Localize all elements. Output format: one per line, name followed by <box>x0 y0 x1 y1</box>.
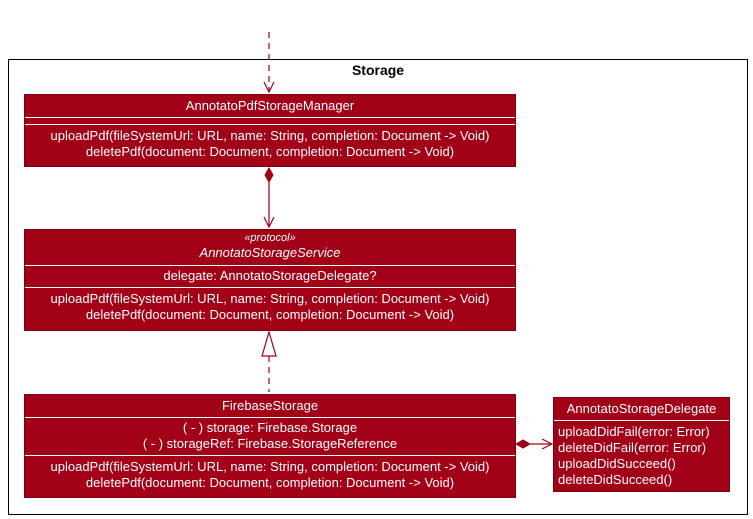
interface-annotato-storage-service[interactable]: «protocol» AnnotatoStorageService delega… <box>24 229 516 331</box>
methods-section: uploadPdf(fileSystemUrl: URL, name: Stri… <box>25 455 515 491</box>
methods-section: uploadPdf(fileSystemUrl: URL, name: Stri… <box>25 287 515 323</box>
storage-package: Storage <box>8 59 748 515</box>
methods-section: uploadPdf(fileSystemUrl: URL, name: Stri… <box>25 124 515 160</box>
method: deleteDidFail(error: Error) <box>558 440 707 455</box>
class-name: AnnotatoPdfStorageManager <box>185 98 355 113</box>
stereotype-label: «protocol» <box>244 232 296 244</box>
attribute: ( - ) storage: Firebase.Storage <box>182 420 358 435</box>
class-name: AnnotatoStorageService <box>199 245 341 260</box>
method: deletePdf(document: Document, completion… <box>85 144 455 159</box>
method: uploadDidSucceed() <box>558 456 676 471</box>
attribute: ( - ) storageRef: Firebase.StorageRefere… <box>142 436 398 451</box>
class-annotato-pdf-storage-manager[interactable]: AnnotatoPdfStorageManager uploadPdf(file… <box>24 94 516 167</box>
attribute: delegate: AnnotatoStorageDelegate? <box>163 268 377 283</box>
method: uploadDidFail(error: Error) <box>558 424 710 439</box>
class-name: FirebaseStorage <box>221 398 319 413</box>
class-annotato-storage-delegate[interactable]: AnnotatoStorageDelegate uploadDidFail(er… <box>553 397 730 492</box>
package-title: Storage <box>351 62 405 78</box>
method: deleteDidSucceed() <box>558 472 673 487</box>
methods-section: uploadDidFail(error: Error) deleteDidFai… <box>554 420 729 488</box>
class-name: AnnotatoStorageDelegate <box>566 401 717 416</box>
method: uploadPdf(fileSystemUrl: URL, name: Stri… <box>50 291 490 306</box>
dependency-arrow-into-manager <box>263 32 275 94</box>
method: deletePdf(document: Document, completion… <box>85 475 455 490</box>
attributes-section <box>25 117 515 124</box>
method: uploadPdf(fileSystemUrl: URL, name: Stri… <box>50 459 490 474</box>
method: deletePdf(document: Document, completion… <box>85 307 455 322</box>
attributes-section: ( - ) storage: Firebase.Storage ( - ) st… <box>25 417 515 455</box>
class-firebase-storage[interactable]: FirebaseStorage ( - ) storage: Firebase.… <box>24 394 516 498</box>
attributes-section: delegate: AnnotatoStorageDelegate? <box>25 265 515 287</box>
composition-manager-service <box>263 166 275 229</box>
realization-firebase-service <box>261 329 277 392</box>
method: uploadPdf(fileSystemUrl: URL, name: Stri… <box>50 128 490 143</box>
composition-firebase-delegate <box>514 438 554 450</box>
